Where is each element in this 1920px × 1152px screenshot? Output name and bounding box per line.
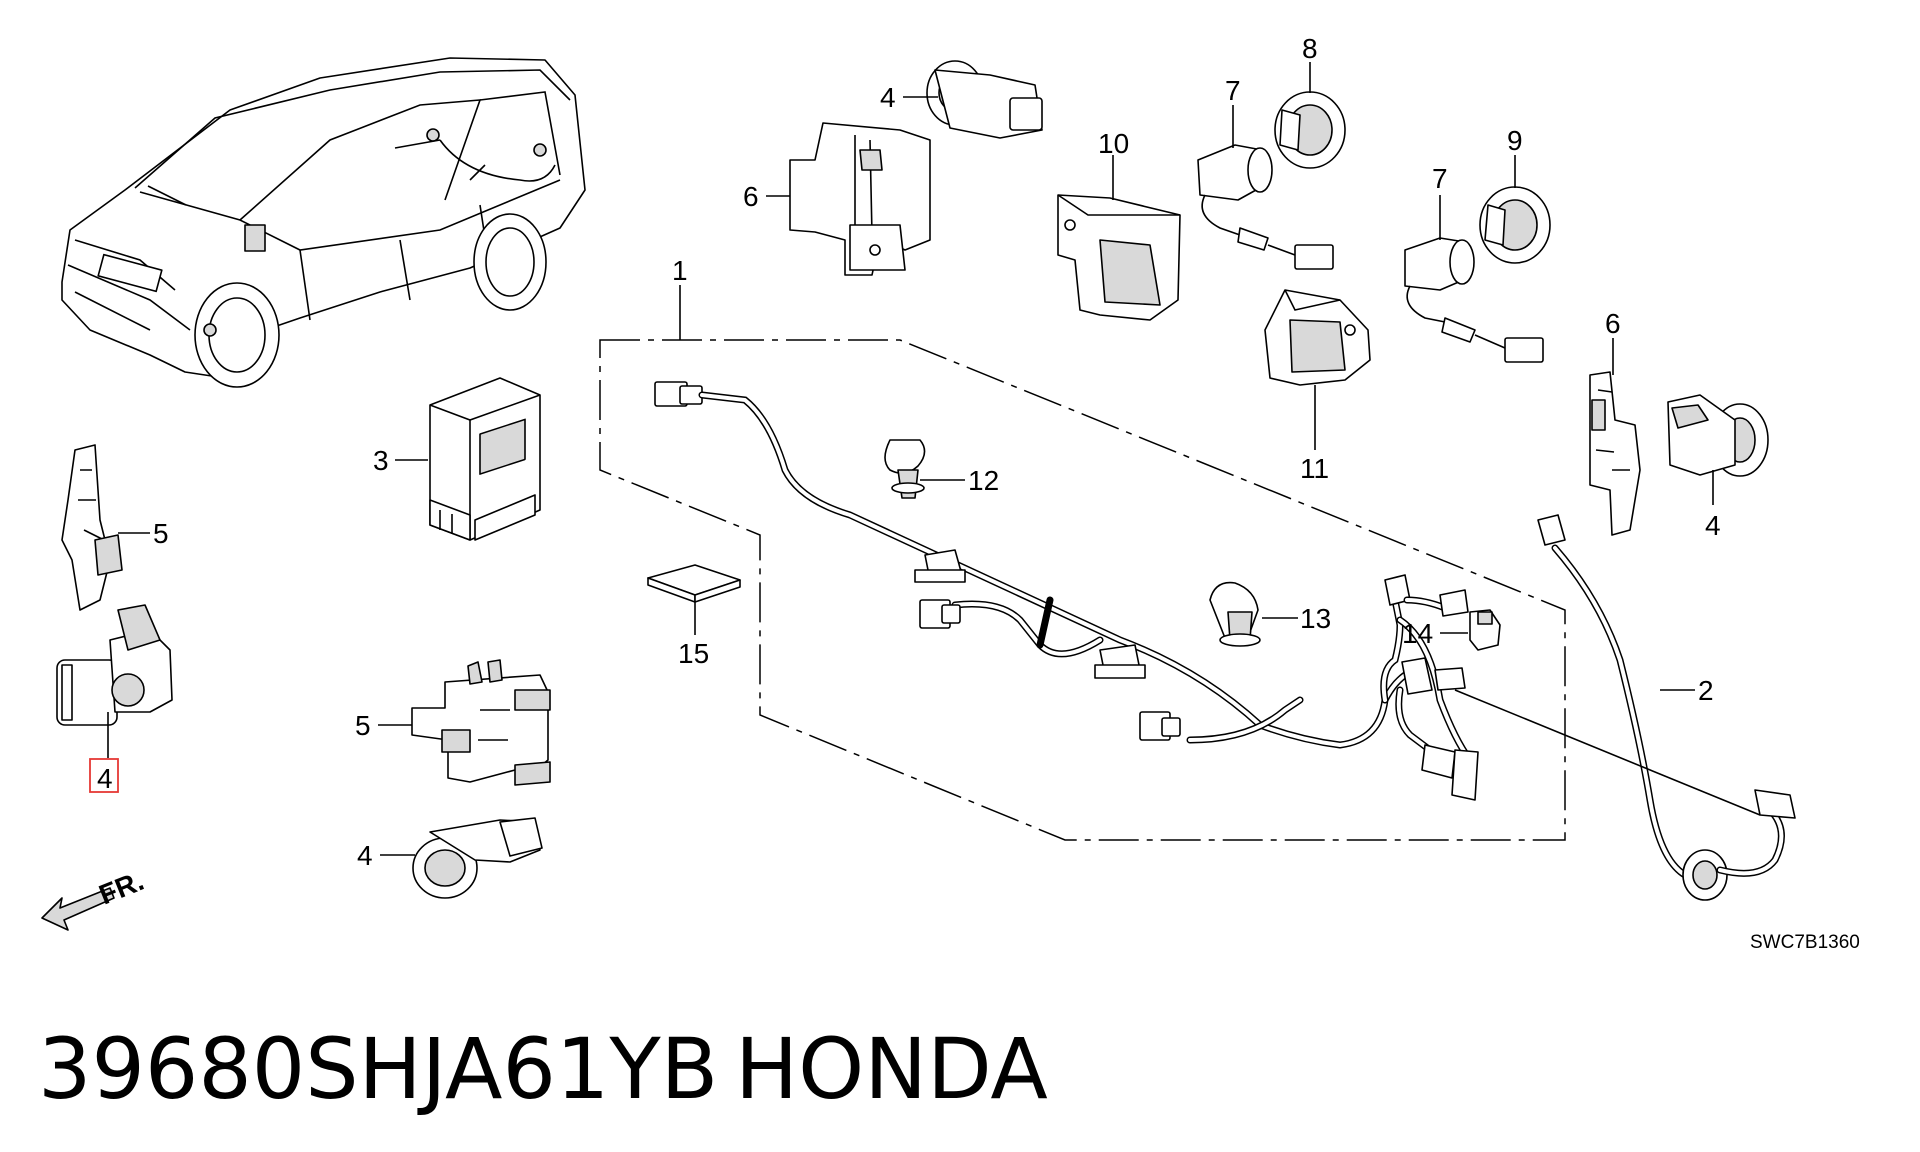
sensor-4-right xyxy=(1667,394,1769,477)
clip-13 xyxy=(1209,581,1261,647)
bracket-11 xyxy=(1264,289,1371,386)
callout-7-mid: 7 xyxy=(1432,163,1448,194)
callout-9: 9 xyxy=(1507,125,1523,156)
vehicle-illustration xyxy=(61,57,586,388)
highlight-box xyxy=(89,758,119,793)
callout-4-top: 4 xyxy=(880,82,896,113)
callout-8: 8 xyxy=(1302,33,1318,64)
callout-12: 12 xyxy=(968,465,999,496)
callout-11: 11 xyxy=(1300,453,1329,484)
sensor-7-mid xyxy=(1404,237,1544,363)
callout-4-left: 4 xyxy=(97,763,113,794)
callout-2: 2 xyxy=(1698,675,1714,706)
callout-13: 13 xyxy=(1300,603,1331,634)
bracket-10 xyxy=(1057,194,1181,321)
callout-6-top: 6 xyxy=(743,181,759,212)
clip-14 xyxy=(1469,609,1501,651)
harness-dashed-outline xyxy=(599,339,1566,841)
front-direction-arrow: FR. xyxy=(41,865,148,931)
brand-name: HONDA xyxy=(735,1020,1048,1118)
part-number: 39680SHJA61YB xyxy=(38,1020,718,1118)
clip-12 xyxy=(884,439,926,499)
front-direction-label: FR. xyxy=(95,865,148,911)
callout-6-right: 6 xyxy=(1605,308,1621,339)
callout-5-left: 5 xyxy=(153,518,169,549)
main-harness-1 xyxy=(654,381,1479,801)
callout-3: 3 xyxy=(373,445,389,476)
callout-5-middle: 5 xyxy=(355,710,371,741)
sensor-4-bottom xyxy=(412,817,543,899)
pad-15 xyxy=(647,564,741,603)
grommet-9 xyxy=(1479,186,1551,264)
diagram-code: SWC7B1360 xyxy=(1750,932,1860,953)
grommet-8 xyxy=(1274,91,1346,169)
callout-14: 14 xyxy=(1402,618,1433,649)
sensor-7-top xyxy=(1197,144,1334,270)
callout-10: 10 xyxy=(1098,128,1129,159)
left-bracket-5 xyxy=(61,444,123,611)
left-sensor-4 xyxy=(56,604,173,726)
callout-4-right: 4 xyxy=(1705,510,1721,541)
cable-2 xyxy=(1537,514,1796,901)
callout-7-top: 7 xyxy=(1225,75,1241,106)
callout-15: 15 xyxy=(678,638,709,669)
callout-1: 1 xyxy=(672,255,688,286)
control-unit-3 xyxy=(429,377,541,541)
callout-4-bottom: 4 xyxy=(357,840,373,871)
bracket-5-middle xyxy=(411,659,551,786)
bracket-6-right xyxy=(1589,371,1641,536)
sensor-4-top xyxy=(926,60,1043,139)
bracket-6-top xyxy=(789,122,931,276)
